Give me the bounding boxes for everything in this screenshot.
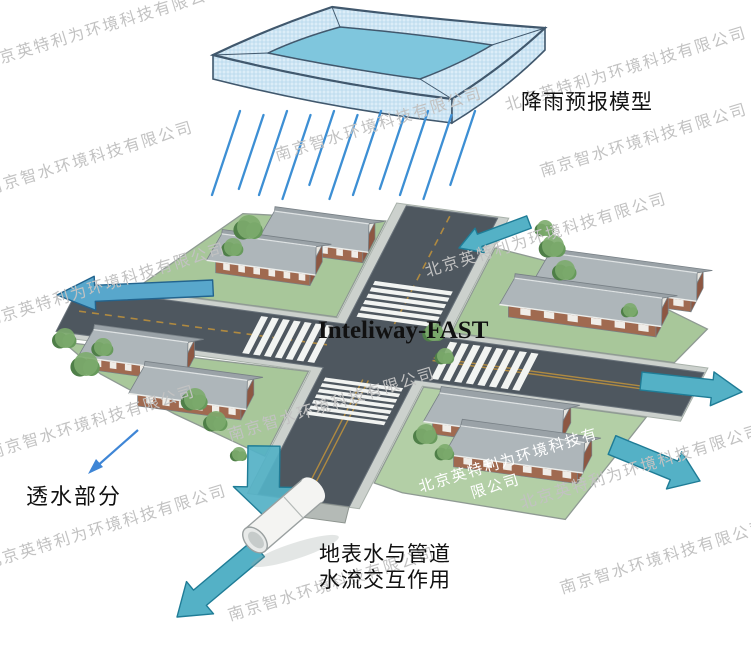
permeable-arrow <box>88 429 139 474</box>
interaction-label: 地表水与管道 水流交互作用 <box>310 541 460 593</box>
interaction-line2: 水流交互作用 <box>319 568 451 592</box>
rain-lines <box>210 109 477 201</box>
water-basin-illustration <box>209 5 548 125</box>
permeable-label: 透水部分 <box>26 484 123 509</box>
interaction-line1: 地表水与管道 <box>319 542 451 566</box>
rain-model-label: 降雨预报模型 <box>521 90 653 114</box>
flow-arrows <box>56 215 743 618</box>
drain-pipe <box>242 477 339 568</box>
brand-title: Inteliway-FAST <box>318 317 489 344</box>
city-model <box>52 202 713 524</box>
